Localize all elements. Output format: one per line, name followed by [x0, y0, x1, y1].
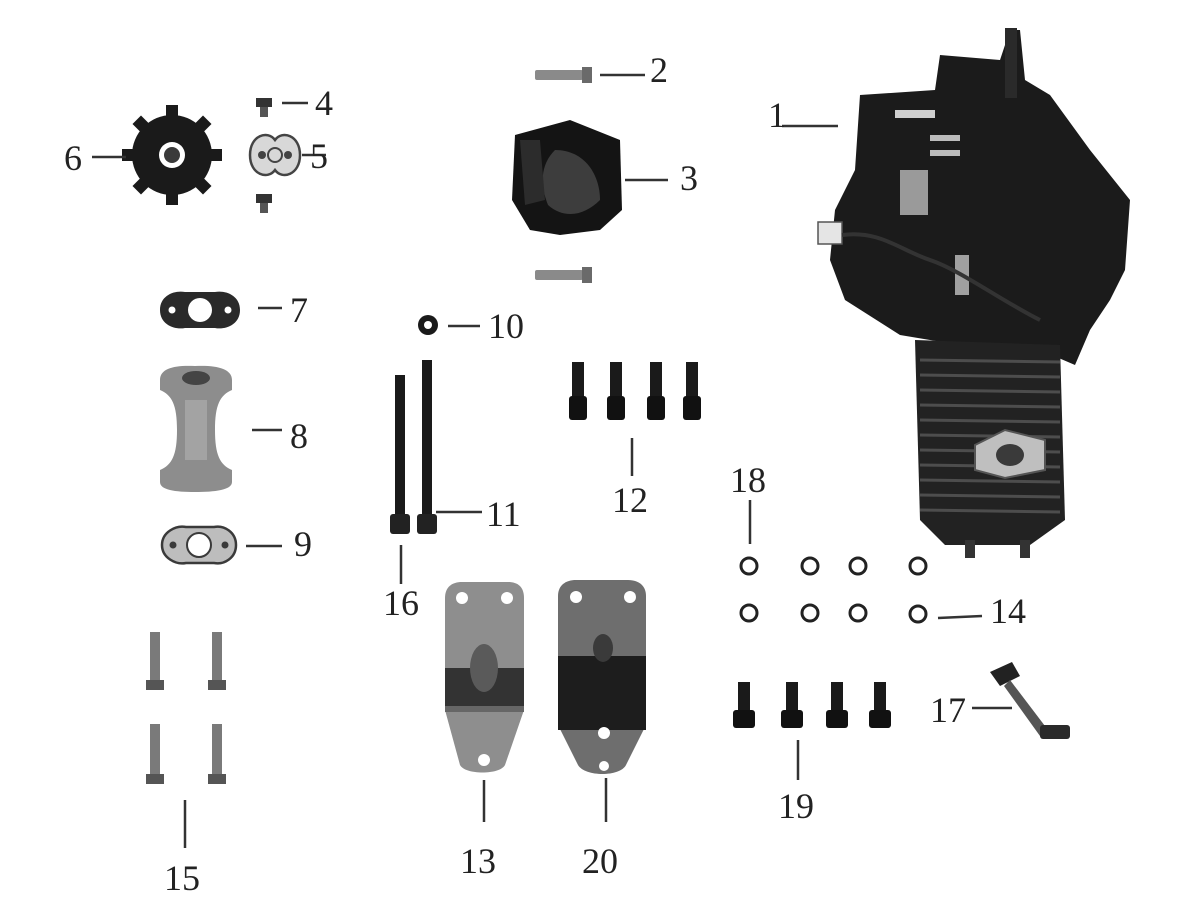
callout-20: 20 — [582, 841, 618, 881]
part-mount-plate-20 — [558, 580, 646, 774]
callout-7: 7 — [290, 290, 308, 330]
callout-19: 19 — [778, 786, 814, 826]
callout-14: 14 — [990, 591, 1026, 631]
part-sprocket-cover — [512, 120, 622, 235]
part-stud-16 — [390, 375, 410, 534]
callout-15: 15 — [164, 858, 200, 898]
part-bolt-4 — [256, 98, 272, 213]
callout-13: 13 — [460, 841, 496, 881]
callout-8: 8 — [290, 416, 308, 456]
part-washer-10 — [418, 315, 438, 335]
part-bolt-2b — [535, 267, 592, 283]
callout-17: 17 — [930, 690, 966, 730]
callout-12: 12 — [612, 480, 648, 520]
part-gasket-7 — [160, 291, 240, 329]
part-gasket-9 — [160, 525, 238, 565]
part-inlet-pipe — [160, 365, 232, 492]
callout-11: 11 — [486, 494, 521, 534]
part-engine — [817, 28, 1130, 558]
leader-14 — [937, 614, 983, 620]
part-fixing-plate — [248, 133, 302, 177]
callout-1: 1 — [768, 95, 786, 135]
part-bolts-19 — [733, 682, 891, 728]
part-bolt-2 — [535, 67, 592, 83]
part-drive-sprocket — [122, 105, 222, 205]
part-bolts-12 — [569, 362, 701, 420]
callout-4: 4 — [315, 83, 333, 123]
part-bolts-15 — [146, 632, 226, 784]
callout-10: 10 — [488, 306, 524, 346]
callout-16: 16 — [383, 583, 419, 623]
callout-6: 6 — [64, 138, 82, 178]
callout-18: 18 — [730, 460, 766, 500]
part-orings-14 — [739, 603, 928, 624]
part-orings-18 — [739, 556, 928, 576]
part-mount-plate-13 — [445, 582, 524, 773]
part-shift-lever — [990, 662, 1070, 739]
callout-5: 5 — [310, 136, 328, 176]
part-stud-11 — [417, 360, 437, 534]
callout-9: 9 — [294, 524, 312, 564]
callout-2: 2 — [650, 50, 668, 90]
callout-3: 3 — [680, 158, 698, 198]
